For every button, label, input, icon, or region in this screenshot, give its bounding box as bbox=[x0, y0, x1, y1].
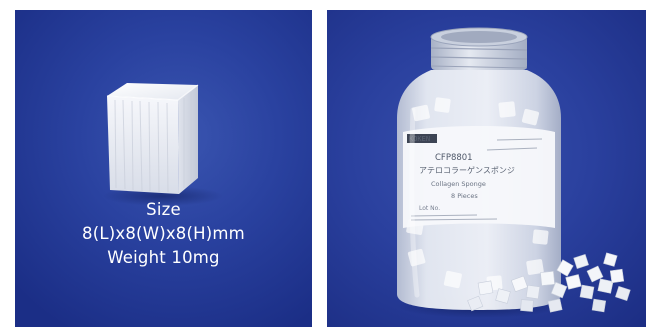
bottle-neck bbox=[430, 27, 528, 70]
label-product-name-en: Collagen Sponge bbox=[431, 180, 486, 188]
sponge-bottle-photo-panel: KOKEN CFP8801 アテロコラーゲンスポンジ Collagen Spon… bbox=[327, 10, 646, 327]
caption-size-heading: Size bbox=[146, 200, 181, 219]
cube-texture bbox=[114, 92, 192, 193]
cube-side-face bbox=[178, 85, 198, 194]
label-product-code: CFP8801 bbox=[435, 153, 473, 163]
cube-edge-highlight bbox=[106, 84, 199, 101]
label-quantity: 8 Pieces bbox=[451, 192, 478, 200]
label-brand: KOKEN bbox=[409, 135, 430, 143]
spilled-sponge-cubes bbox=[467, 252, 631, 313]
label-product-name-jp: アテロコラーゲンスポンジ bbox=[419, 165, 515, 175]
label-fine-print bbox=[410, 138, 543, 221]
size-weight-caption: Size 8(L)x8(W)x8(H)mm Weight 10mg bbox=[15, 198, 312, 270]
bottle-highlight bbox=[409, 107, 420, 298]
caption-weight: Weight 10mg bbox=[107, 248, 220, 267]
bottle-label: KOKEN CFP8801 アテロコラーゲンスポンジ Collagen Spon… bbox=[403, 126, 555, 228]
caption-dimensions: 8(L)x8(W)x8(H)mm bbox=[82, 224, 245, 243]
sponge-cube-photo-panel: Size 8(L)x8(W)x8(H)mm Weight 10mg bbox=[15, 10, 312, 327]
label-lot: Lot No. bbox=[419, 205, 440, 212]
cube-top-face bbox=[107, 83, 198, 100]
sponge-cube-photo bbox=[103, 83, 223, 206]
sponge-bottle-photo: KOKEN CFP8801 アテロコラーゲンスポンジ Collagen Spon… bbox=[397, 27, 631, 318]
